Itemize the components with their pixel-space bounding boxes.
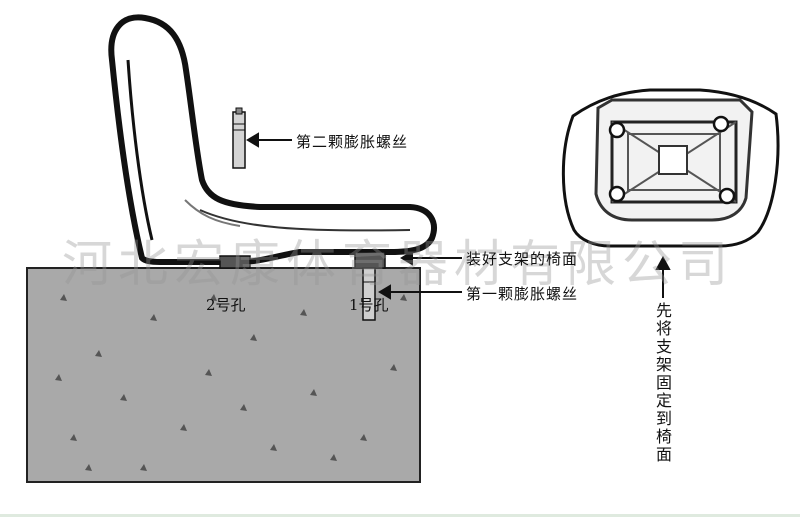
- seat-bracket: [219, 251, 386, 269]
- label-second-screw: 第二颗膨胀螺丝: [296, 133, 409, 151]
- callout-arrows: [246, 132, 671, 300]
- watermark-text: 河北宏康体育器材有限公司: [62, 235, 734, 293]
- label-seat-installed: 装好支架的椅面: [466, 250, 579, 268]
- bottom-divider: [0, 514, 800, 517]
- chair-seat-side: [108, 14, 437, 265]
- label-first-screw: 第一颗膨胀螺丝: [466, 285, 579, 303]
- concrete-block: [26, 267, 421, 483]
- seat-bottom-view: [561, 88, 780, 248]
- expansion-screw-1: [362, 267, 376, 321]
- label-step-instruction: 先将支架固定到椅面: [653, 302, 672, 464]
- expansion-screw-2: [232, 107, 246, 169]
- label-hole-1: 1号孔: [349, 296, 389, 314]
- label-hole-2: 2号孔: [206, 296, 246, 314]
